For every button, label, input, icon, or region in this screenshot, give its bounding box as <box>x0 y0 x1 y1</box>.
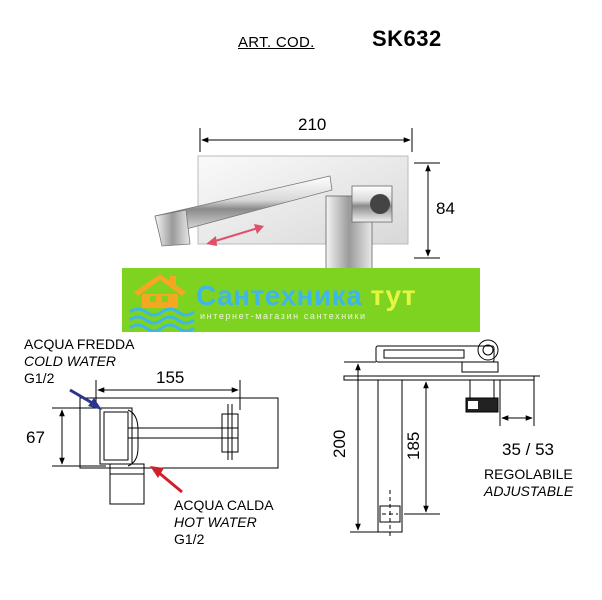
dimension-155 <box>95 380 241 410</box>
hot-note-line3: G1/2 <box>174 531 205 547</box>
art-code-label: ART. COD. <box>238 34 315 51</box>
front-view <box>79 397 279 505</box>
hot-water-arrow <box>150 466 183 494</box>
dimension-67 <box>52 407 106 467</box>
watermark-brand: Сантехника тут <box>196 280 416 312</box>
article-code: SK632 <box>372 26 442 51</box>
hot-note-line1: ACQUA CALDA <box>174 497 274 513</box>
dim-text-adjust: 35 / 53 <box>502 440 554 459</box>
watermark-tagline: интернет-магазин сантехники <box>200 311 367 321</box>
cold-note-line1: ACQUA FREDDA <box>24 336 135 352</box>
house-logo-icon <box>129 274 195 332</box>
watermark-banner <box>122 268 480 332</box>
dimension-210 <box>199 128 413 152</box>
cold-note-line2: COLD WATER <box>24 353 117 369</box>
cold-water-note: ACQUA FREDDA COLD WATER G1/2 <box>24 336 134 387</box>
hot-water-note: ACQUA CALDA HOT WATER G1/2 <box>174 497 274 548</box>
faucet-photo <box>154 155 409 271</box>
dim-text-210: 210 <box>298 115 327 134</box>
adjustable-note: REGOLABILE ADJUSTABLE <box>484 466 573 500</box>
dimension-adjust <box>499 380 535 426</box>
dimension-185 <box>404 381 440 515</box>
dim-text-67: 67 <box>26 428 45 447</box>
dim-text-185: 185 <box>404 431 423 460</box>
cold-water-arrow <box>69 388 102 410</box>
dim-text-200: 200 <box>330 429 349 458</box>
hot-note-line2: HOT WATER <box>174 514 257 530</box>
cold-note-line3: G1/2 <box>24 370 55 386</box>
brand-main: Сантехника <box>196 280 363 311</box>
dimension-84 <box>414 162 440 259</box>
dim-text-84: 84 <box>436 199 455 218</box>
brand-accent: тут <box>370 280 417 311</box>
side-view <box>343 339 540 536</box>
adjust-note-line1: REGOLABILE <box>484 466 573 482</box>
dim-text-155: 155 <box>156 368 185 387</box>
dimension-200 <box>344 361 378 533</box>
adjust-note-line2: ADJUSTABLE <box>484 483 574 499</box>
